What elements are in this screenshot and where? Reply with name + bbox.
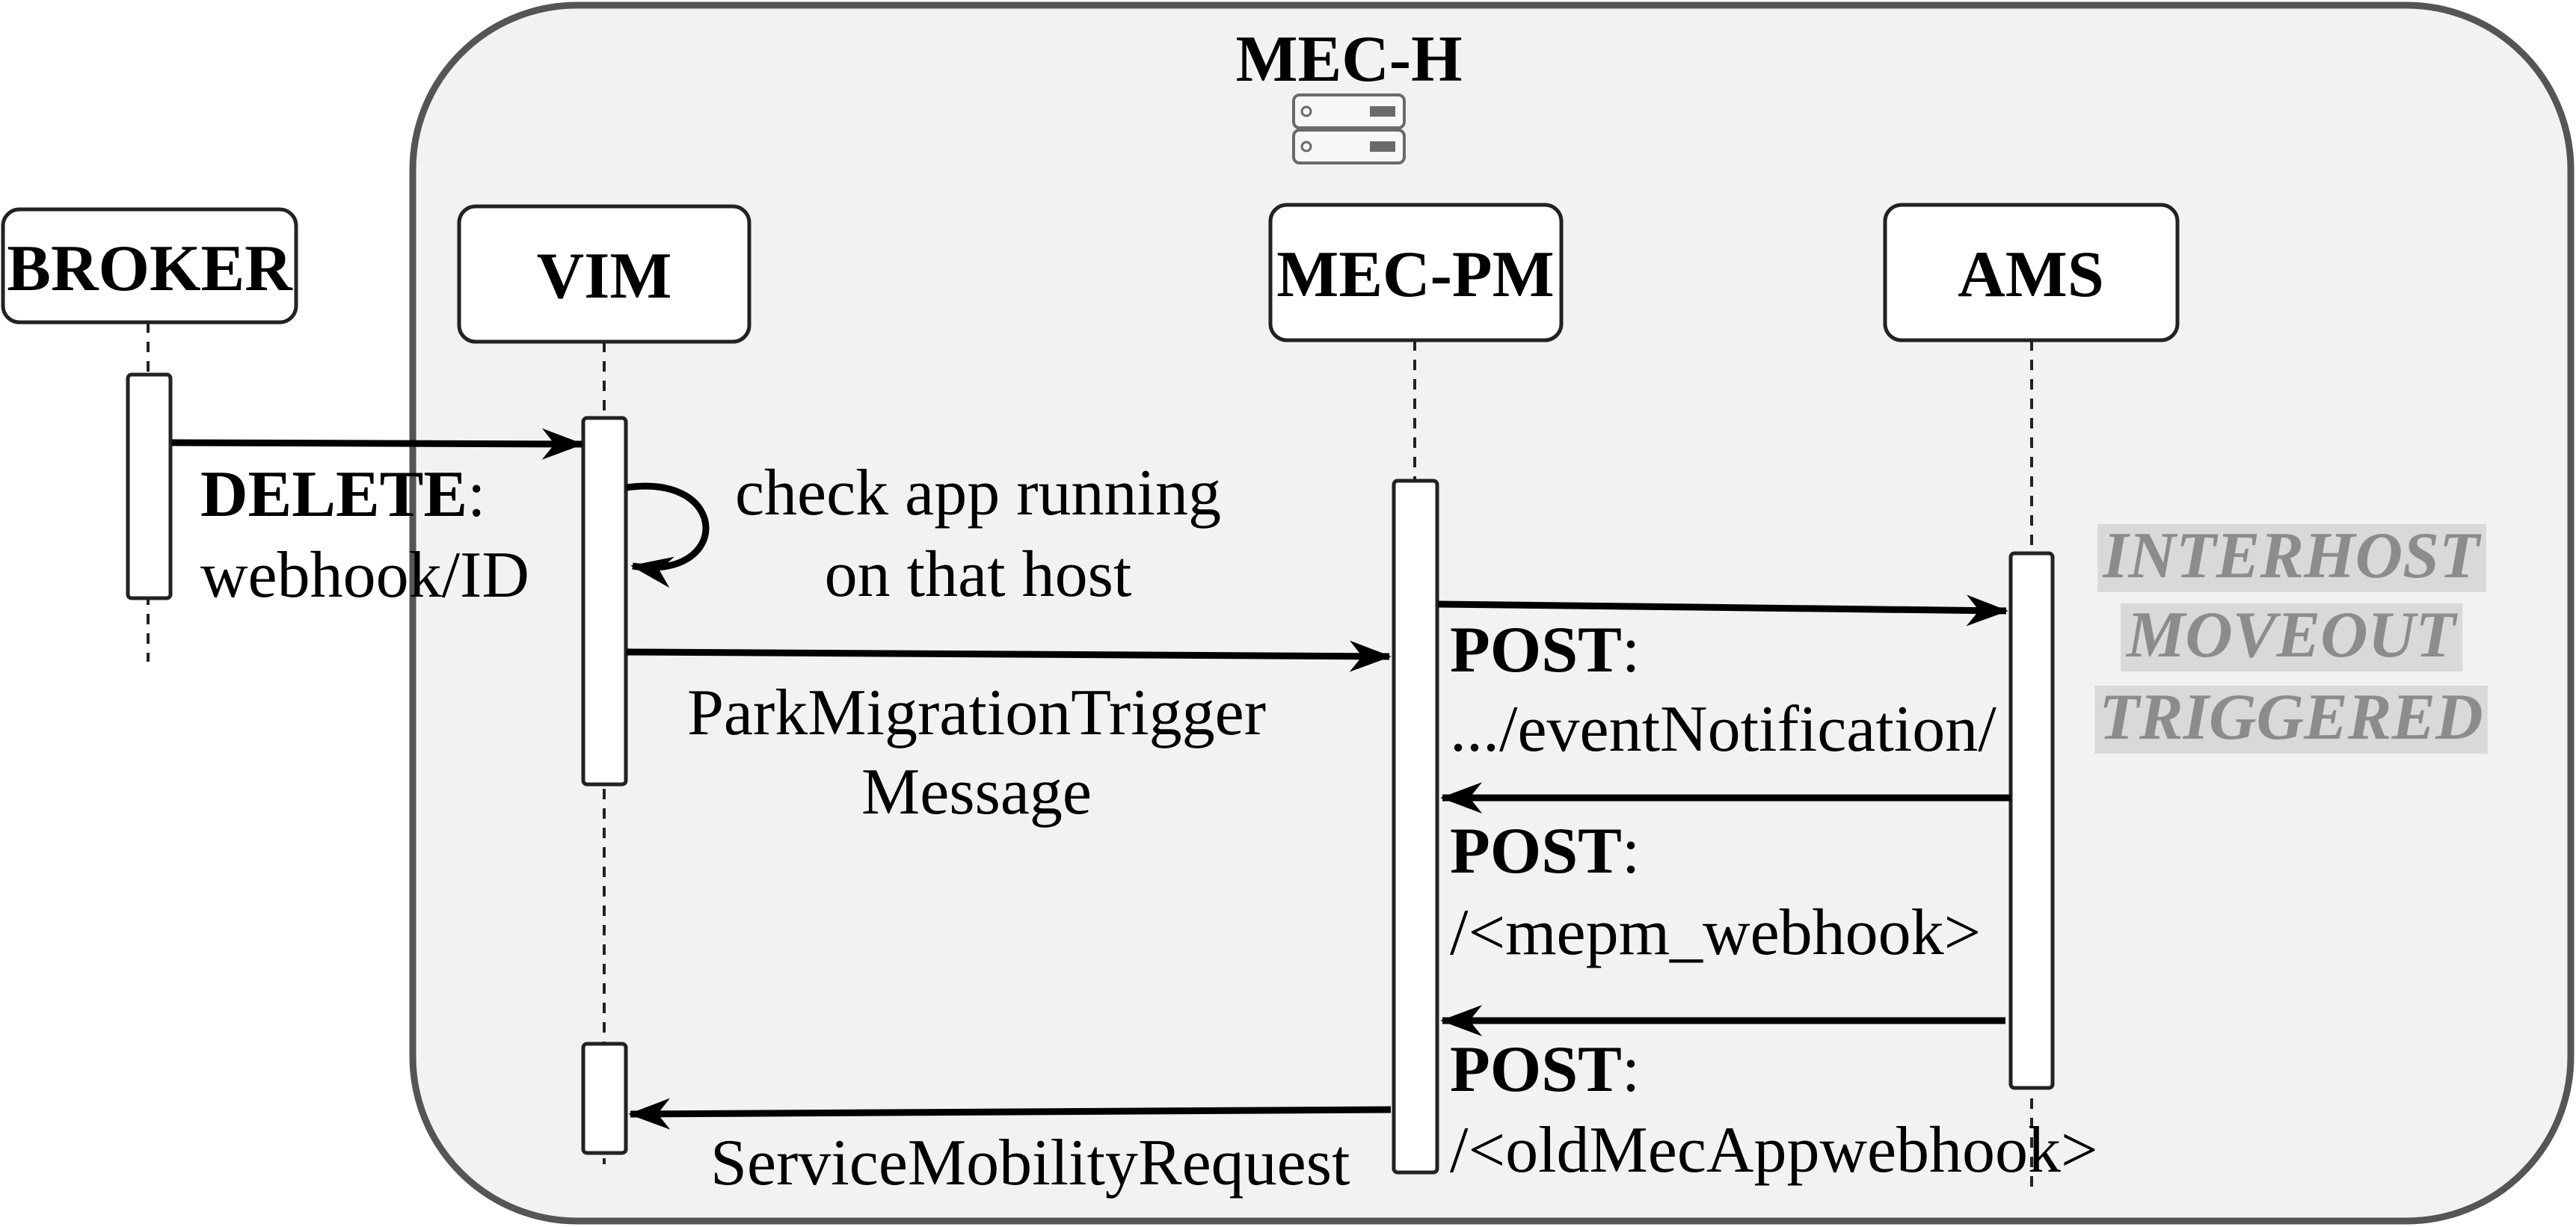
old-mec-app-webhook-method-line: POST: — [1450, 1033, 1640, 1106]
delete-webhook-separator: : — [467, 458, 485, 531]
check-app-label-line1: check app running — [735, 457, 1221, 529]
vim-activation-bar-1 — [581, 416, 628, 787]
mepm-webhook-separator: : — [1622, 815, 1640, 888]
annotation-highlight-3 — [2094, 686, 2488, 754]
check-app-label-line2: on that host — [825, 538, 1132, 611]
mec-pm-activation-bar — [1392, 479, 1439, 1175]
arrow-mec-pm-to-vim — [628, 1098, 1392, 1130]
old-mec-app-webhook-separator: : — [1622, 1033, 1640, 1106]
annotation-highlight-1 — [2097, 524, 2487, 592]
mepm-webhook-method-line: POST: — [1450, 815, 1640, 888]
mepm-webhook-method: POST — [1450, 815, 1622, 888]
mec-host-title: MEC-H — [1235, 23, 1462, 96]
participant-broker-label: BROKER — [7, 233, 293, 305]
participant-ams: AMS — [1883, 203, 2180, 342]
old-mec-app-webhook-method: POST — [1450, 1033, 1622, 1106]
participant-mec-pm-label: MEC-PM — [1276, 239, 1554, 311]
vim-activation-bar-2 — [581, 1042, 628, 1155]
arrow-mec-pm-to-ams — [1437, 594, 2008, 627]
delete-webhook-path: webhook/ID — [200, 539, 529, 612]
participant-vim: VIM — [457, 204, 751, 344]
park-migration-label-line2: Message — [861, 756, 1092, 828]
participant-broker: BROKER — [1, 207, 298, 325]
interhost-moveout-annotation: INTERHOST MOVEOUT TRIGGERED — [2094, 520, 2488, 754]
server-icon — [1292, 93, 1406, 164]
annotation-line-2: MOVEOUT — [2125, 599, 2458, 671]
delete-webhook-method: DELETE — [200, 458, 467, 531]
mepm-webhook-path: /<mepm_webhook> — [1450, 897, 1981, 969]
event-notification-separator: : — [1622, 614, 1640, 686]
participant-ams-label: AMS — [1958, 239, 2104, 311]
annotation-highlight-2 — [2120, 603, 2463, 671]
arrow-vim-to-mec-pm — [626, 640, 1392, 672]
delete-webhook-method-line: DELETE: — [200, 458, 485, 531]
arrow-broker-to-vim — [171, 428, 584, 460]
park-migration-label-line1: ParkMigrationTrigger — [687, 677, 1266, 749]
broker-activation-bar — [126, 372, 173, 600]
old-mec-app-webhook-path: /<oldMecAppwebhook> — [1450, 1114, 2098, 1187]
annotation-line-1: INTERHOST — [2102, 520, 2482, 592]
event-notification-method-line: POST: — [1450, 614, 1640, 686]
event-notification-method: POST — [1450, 614, 1622, 686]
participant-vim-label: VIM — [537, 240, 672, 313]
event-notification-path: .../eventNotification/ — [1450, 693, 1996, 766]
ams-activation-bar — [2008, 551, 2055, 1090]
service-mobility-request-label: ServiceMobilityRequest — [710, 1127, 1350, 1199]
participant-mec-pm: MEC-PM — [1268, 203, 1564, 342]
arrow-vim-self-check — [626, 482, 710, 588]
annotation-line-3: TRIGGERED — [2099, 681, 2483, 754]
